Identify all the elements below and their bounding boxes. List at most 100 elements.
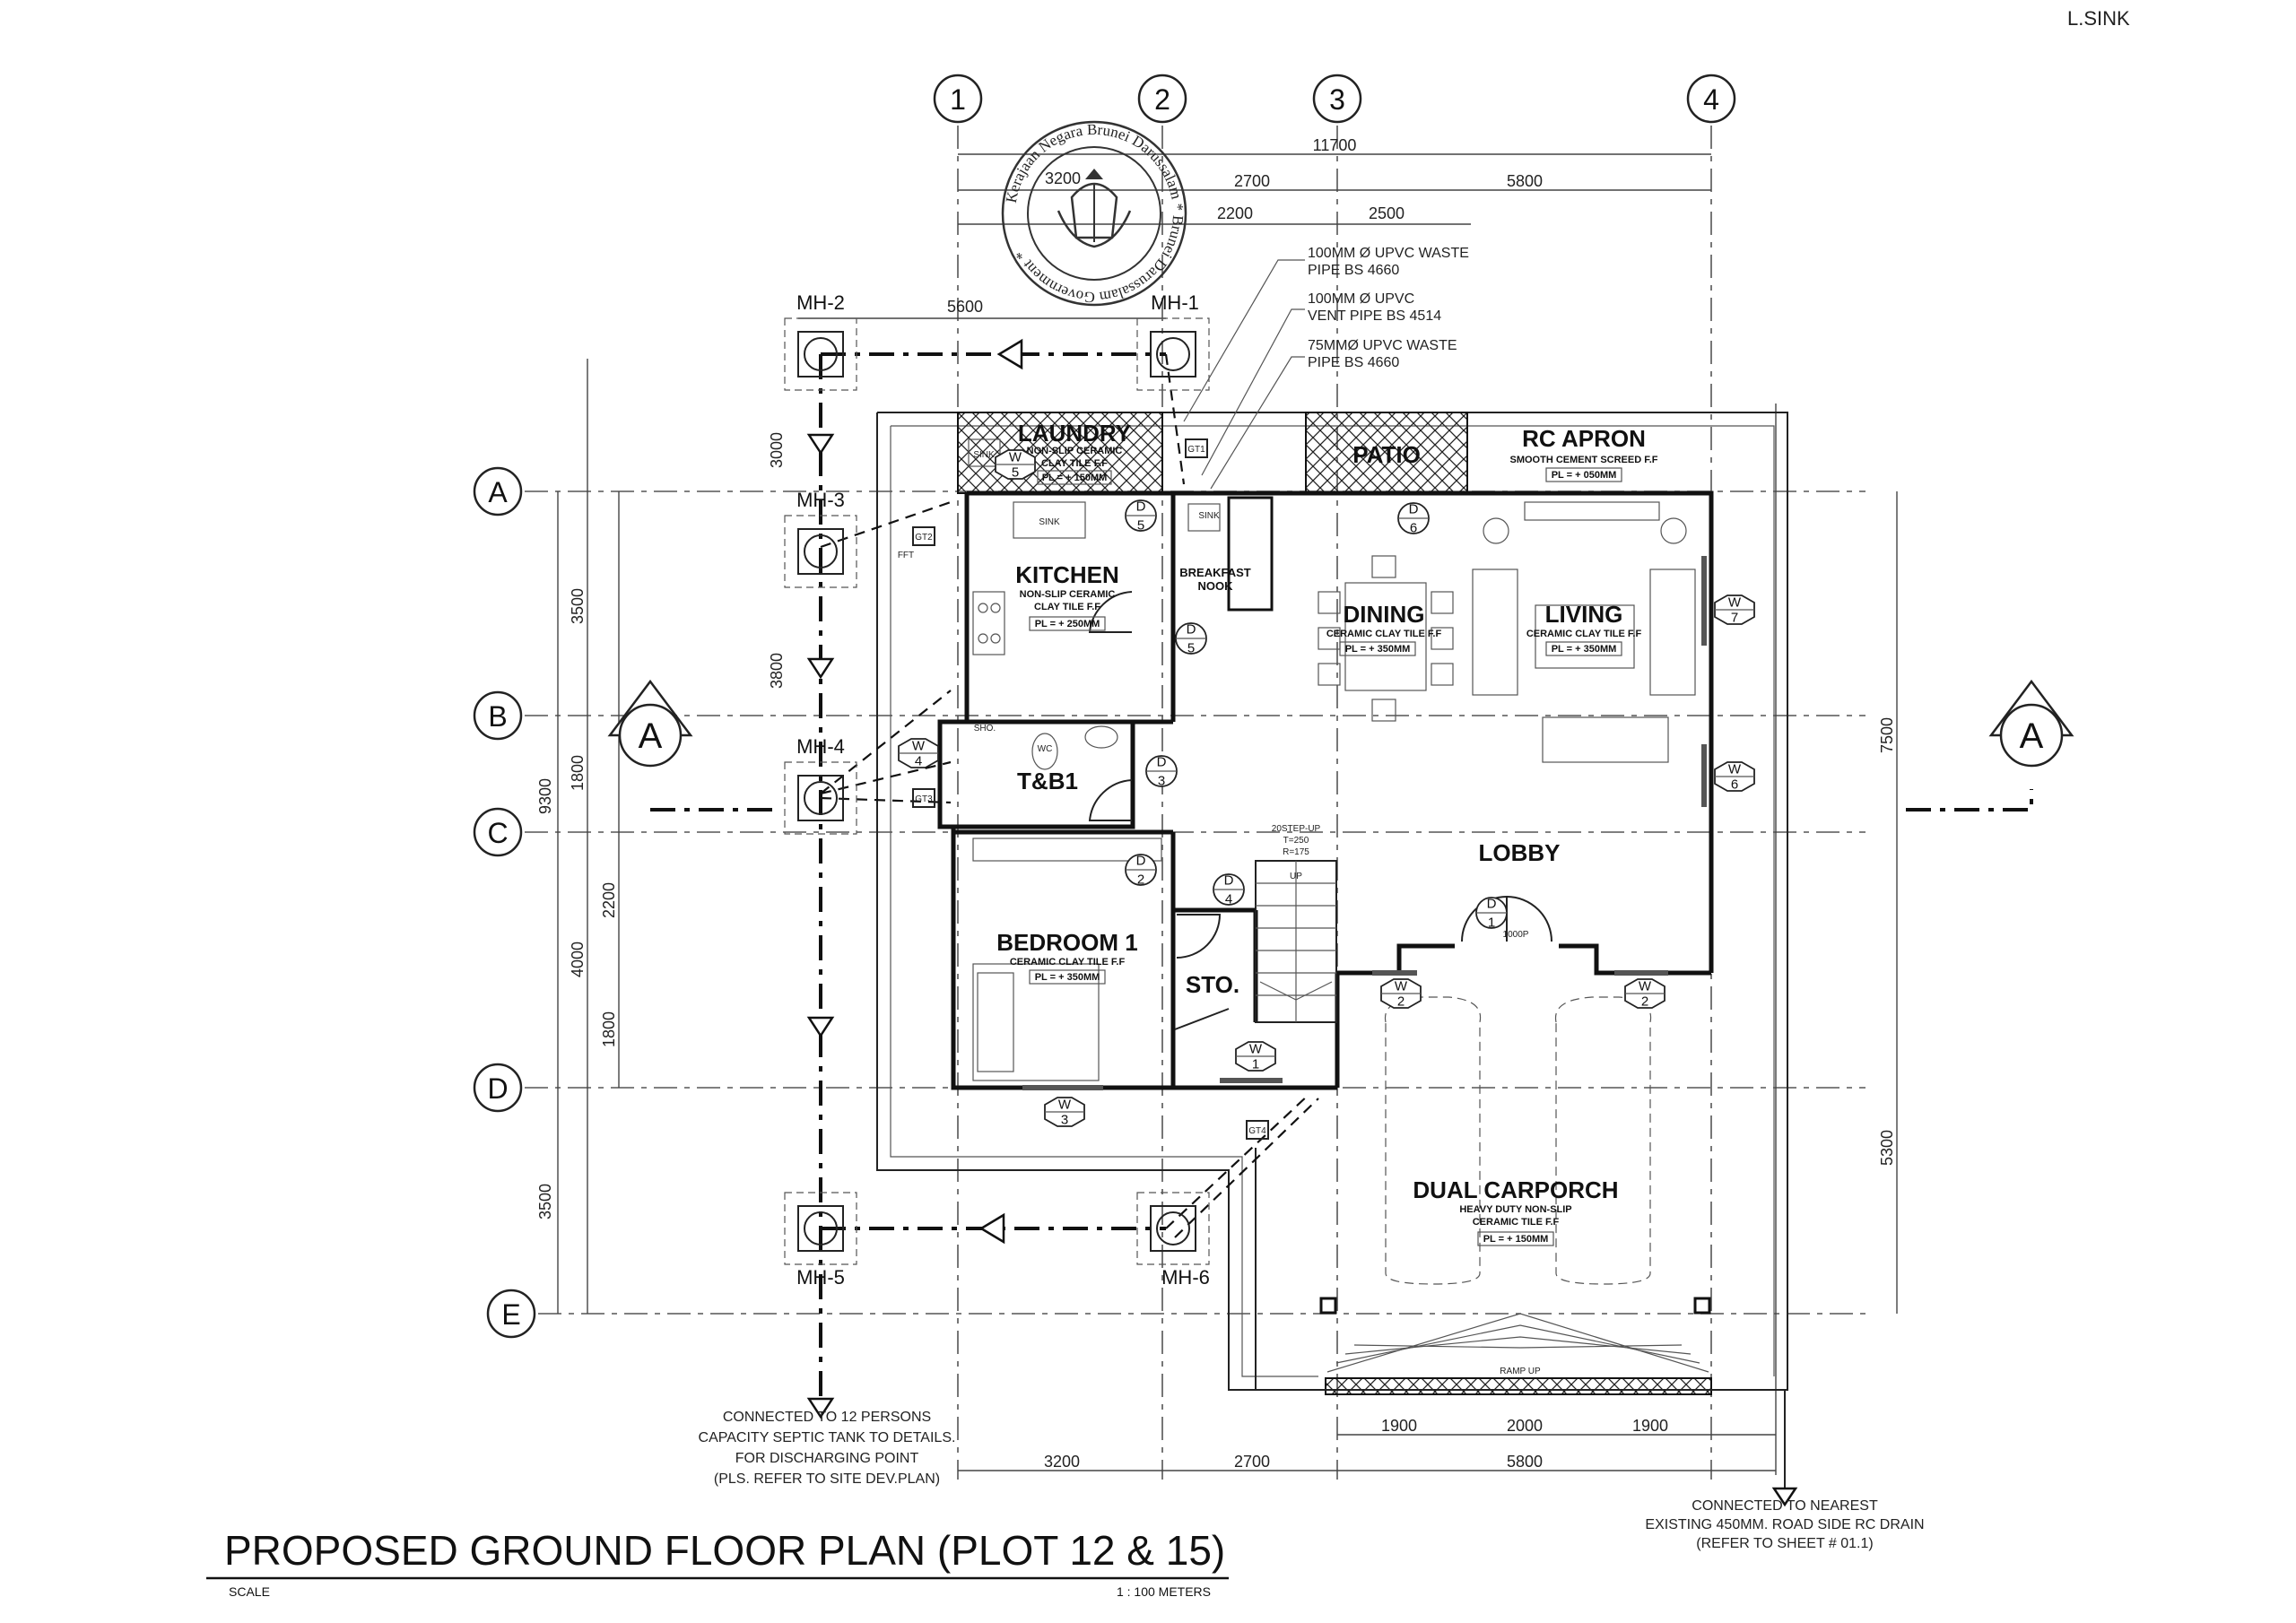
- dining-finish: CERAMIC CLAY TILE F.F: [1326, 629, 1442, 639]
- door-tag-d4: D4: [1213, 873, 1245, 907]
- seal-dim-overlay: 3200: [1045, 169, 1081, 187]
- manhole-mh3: MH-3: [784, 489, 857, 588]
- svg-text:FOR DISCHARGING POINT: FOR DISCHARGING POINT: [735, 1451, 919, 1466]
- window-tag-w7: W7: [1714, 595, 1755, 626]
- svg-text:1: 1: [1488, 916, 1495, 931]
- window-tag-w1: W1: [1235, 1041, 1276, 1072]
- dim-2200: 2200: [1217, 204, 1253, 222]
- drain-note: CONNECTED TO NEAREST EXISTING 450MM. ROA…: [1645, 1498, 1924, 1551]
- svg-text:3: 3: [1158, 774, 1165, 789]
- patio-hatch: [1305, 412, 1468, 494]
- dim-left-3500b: 3500: [536, 1184, 554, 1219]
- kitchen-name: KITCHEN: [1015, 561, 1119, 588]
- grid-bubble-1: 1: [933, 74, 983, 124]
- grid-bubble-b: B: [473, 690, 523, 741]
- gully-trap-gt2: GT2: [912, 526, 935, 546]
- kitchen-finish-2: CLAY TILE F.F: [1034, 602, 1100, 612]
- dim-5600: 5600: [947, 298, 983, 316]
- svg-text:A: A: [639, 716, 663, 756]
- svg-text:A: A: [488, 476, 508, 508]
- door-tag-d6: D6: [1397, 502, 1430, 536]
- kitchen-finish-1: NON-SLIP CERAMIC: [1020, 589, 1116, 600]
- room-bedroom: BEDROOM 1 CERAMIC CLAY TILE F.F PL = + 3…: [996, 929, 1138, 985]
- gully-trap-gt3: GT3: [912, 788, 935, 808]
- sink-label-1: SINK: [973, 450, 995, 460]
- bathroom-fixtures: [1031, 725, 1118, 770]
- window-tag-w2a: W2: [1380, 978, 1422, 1010]
- svg-text:E: E: [501, 1298, 520, 1331]
- ramp-hatch: [1325, 1377, 1712, 1395]
- bedroom-level: PL = + 350MM: [1035, 972, 1100, 983]
- svg-text:(PLS. REFER TO SITE DEV.PLAN): (PLS. REFER TO SITE DEV.PLAN): [714, 1471, 940, 1487]
- window-marks: [1022, 556, 1707, 1090]
- staircase: [1174, 860, 1337, 1030]
- laundry-finish-1: NON-SLIP CERAMIC: [1027, 446, 1123, 456]
- svg-text:6: 6: [1410, 521, 1417, 536]
- bed: [972, 838, 1162, 1081]
- room-living: LIVING CERAMIC CLAY TILE F.F PL = + 350M…: [1526, 601, 1642, 656]
- manhole-mh4: MH-4: [784, 735, 857, 835]
- ramp-chevrons: [1326, 1313, 1709, 1373]
- pipe-note-waste100-2: PIPE BS 4660: [1308, 263, 1399, 278]
- svg-text:W: W: [1639, 979, 1652, 994]
- living-finish: CERAMIC CLAY TILE F.F: [1526, 629, 1642, 639]
- store-name: STO.: [1186, 971, 1239, 998]
- pipe-note-waste75-2: PIPE BS 4660: [1308, 355, 1399, 370]
- kitchen-level: PL = + 250MM: [1035, 619, 1100, 629]
- window-tag-w2b: W2: [1624, 978, 1665, 1010]
- manhole-mh6: MH-6: [1136, 1192, 1210, 1289]
- stair-note-3: R=175: [1283, 847, 1309, 857]
- pipe-note-leaders: [1183, 259, 1305, 490]
- carporch-finish-1: HEAVY DUTY NON-SLIP: [1459, 1204, 1571, 1215]
- drawing-title: PROPOSED GROUND FLOOR PLAN (PLOT 12 & 15…: [224, 1527, 1225, 1574]
- svg-text:W: W: [912, 739, 926, 754]
- svg-text:4: 4: [1225, 892, 1232, 907]
- dim-5800: 5800: [1507, 172, 1543, 190]
- stair-up: UP: [1290, 872, 1302, 881]
- svg-text:D: D: [1487, 897, 1497, 912]
- dim-left-1800a: 1800: [569, 755, 587, 791]
- room-carporch: DUAL CARPORCH HEAVY DUTY NON-SLIP CERAMI…: [1413, 1176, 1619, 1246]
- dining-level: PL = + 350MM: [1345, 644, 1411, 655]
- svg-text:D: D: [1157, 755, 1167, 770]
- svg-text:D: D: [1224, 873, 1234, 889]
- svg-text:7: 7: [1731, 611, 1738, 626]
- dim-bottom-2700: 2700: [1234, 1453, 1270, 1471]
- pipe-note-vent-1: 100MM Ø UPVC: [1308, 291, 1414, 307]
- door-width-label: 1000P: [1503, 930, 1529, 940]
- svg-text:4: 4: [1703, 83, 1719, 116]
- window-tag-w3: W3: [1044, 1097, 1085, 1128]
- laundry-hatch: [957, 412, 1163, 494]
- svg-text:3: 3: [1061, 1113, 1068, 1128]
- svg-text:MH-1: MH-1: [1151, 291, 1199, 314]
- grid-bubble-e: E: [486, 1289, 536, 1339]
- grid-bubble-d: D: [473, 1063, 523, 1113]
- dim-bottom-3200: 3200: [1044, 1453, 1080, 1471]
- stair-note-1: 20STEP-UP: [1272, 824, 1321, 834]
- room-breakfast: BREAKFAST NOOK: [1179, 566, 1251, 593]
- svg-text:W: W: [1058, 1098, 1072, 1113]
- lobby-name: LOBBY: [1479, 839, 1561, 866]
- svg-text:MH-6: MH-6: [1161, 1266, 1210, 1289]
- dim-left-3800: 3800: [768, 653, 786, 689]
- dim-2700: 2700: [1234, 172, 1270, 190]
- room-kitchen: KITCHEN NON-SLIP CERAMIC CLAY TILE F.F P…: [1015, 561, 1119, 631]
- drawing-title-block: PROPOSED GROUND FLOOR PLAN (PLOT 12 & 15…: [206, 1527, 1229, 1599]
- laundry-finish-2: CLAY TILE F.F: [1041, 458, 1108, 469]
- room-apron: RC APRON SMOOTH CEMENT SCREED F.F PL = +…: [1509, 425, 1658, 482]
- dim-left-3500: 3500: [569, 588, 587, 624]
- living-name: LIVING: [1545, 601, 1623, 628]
- svg-text:B: B: [488, 700, 507, 733]
- svg-text:CAPACITY SEPTIC TANK TO DETAIL: CAPACITY SEPTIC TANK TO DETAILS.: [699, 1430, 956, 1445]
- svg-text:(REFER TO SHEET # 01.1): (REFER TO SHEET # 01.1): [1696, 1536, 1873, 1551]
- svg-text:A: A: [2020, 716, 2044, 756]
- grid-bubble-4: 4: [1686, 74, 1736, 124]
- window-tag-w6: W6: [1714, 761, 1755, 793]
- door-tag-d5b: D5: [1175, 622, 1207, 656]
- flow-arrows: [806, 338, 1798, 1507]
- section-mark-right: A: [1988, 679, 2074, 768]
- dim-bottom-5800: 5800: [1507, 1453, 1543, 1471]
- manhole-mh2: MH-2: [784, 291, 857, 391]
- wc-label: WC: [1038, 744, 1053, 754]
- dim-left-9300: 9300: [536, 778, 554, 814]
